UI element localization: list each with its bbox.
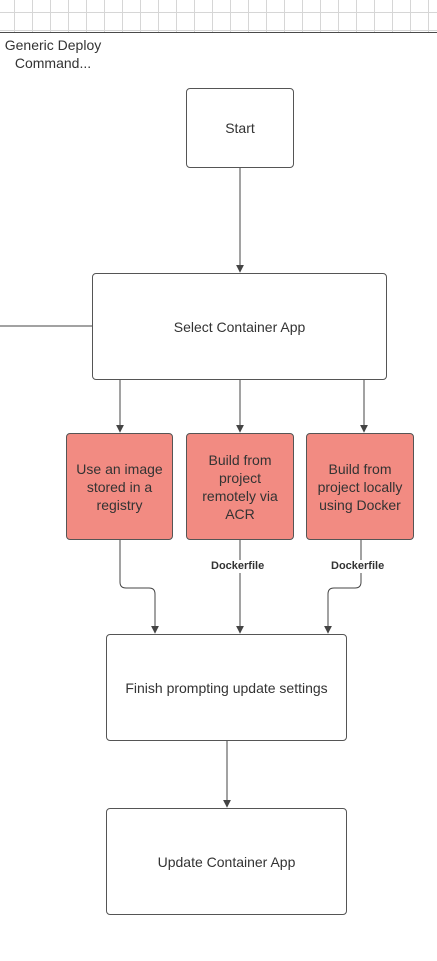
node-start-label: Start [225, 120, 255, 136]
frame-title-line2: Command... [14, 55, 92, 71]
frame-title-line1: Generic Deploy [4, 37, 102, 53]
edge-registry-to-finish[interactable] [119, 540, 159, 634]
frame-border [0, 32, 437, 33]
node-build-remote-acr-label: Build from project remotely via ACR [202, 451, 278, 522]
node-use-image-registry-label: Use an image stored in a registry [76, 460, 163, 513]
node-finish-prompting-label: Finish prompting update settings [125, 679, 328, 696]
edge-docker-to-finish[interactable] [324, 540, 362, 634]
node-update-container-app-label: Update Container App [157, 853, 296, 870]
node-finish-prompting[interactable]: Finish prompting update settings [106, 634, 347, 741]
node-use-image-registry[interactable]: Use an image stored in a registry [66, 433, 173, 540]
node-build-local-docker[interactable]: Build from project locally using Docker [306, 433, 414, 540]
node-build-remote-acr[interactable]: Build from project remotely via ACR [186, 433, 294, 540]
node-select-container-app[interactable]: Select Container App [92, 273, 387, 380]
node-start[interactable]: Start [186, 88, 294, 168]
frame-title[interactable]: Generic Deploy Command... [0, 36, 106, 72]
edge-label-docker-dockerfile: Dockerfile [330, 560, 386, 573]
edge-label-acr-dockerfile: Dockerfile [210, 560, 266, 573]
node-select-container-app-label: Select Container App [173, 318, 306, 335]
node-build-local-docker-label: Build from project locally using Docker [317, 460, 403, 513]
node-update-container-app[interactable]: Update Container App [106, 808, 347, 915]
canvas-grid [0, 0, 437, 32]
